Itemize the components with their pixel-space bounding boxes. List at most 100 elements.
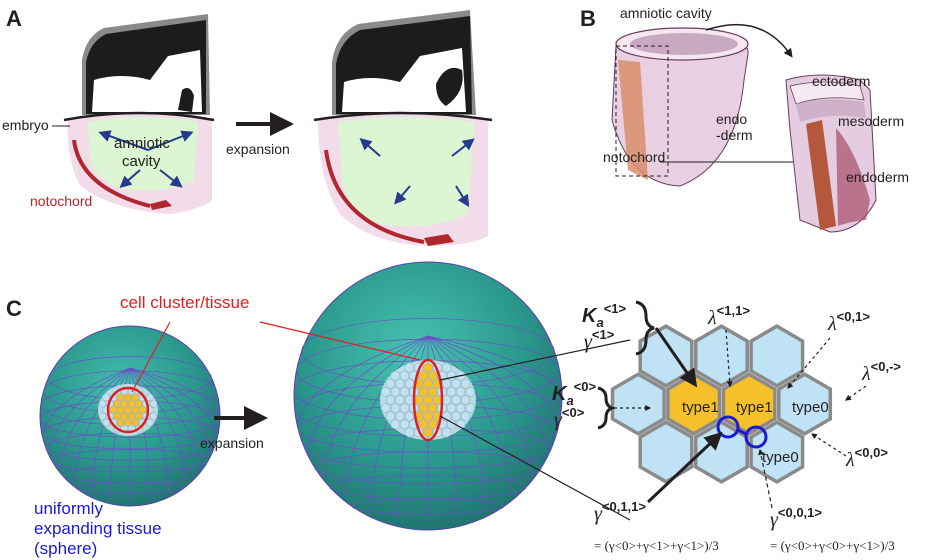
hexL-cell [456, 402, 466, 414]
arrow-gamma-011 [646, 431, 723, 504]
hex-cell-5 [721, 372, 777, 436]
gridS-meridian [129, 367, 187, 483]
arrow-small-2 [147, 130, 194, 151]
hexL-cell [451, 410, 461, 422]
gridS-meridian [129, 367, 170, 494]
K-symbol-1: K [582, 305, 598, 327]
hexS-cell [124, 418, 132, 427]
hexS-cell [120, 412, 128, 421]
leader-lambda-01 [787, 337, 831, 389]
hexS-cell [98, 412, 107, 421]
tissue-section [785, 74, 877, 233]
panel-label-a: A [6, 6, 22, 31]
svg-text:Ka<0>: Ka<0> [552, 379, 597, 408]
gamma-001: γ<0,0,1> [770, 505, 822, 531]
gridL-meridian [297, 335, 429, 425]
hexL-cell [423, 410, 433, 422]
svg-text:γ<1>: γ<1> [584, 327, 615, 353]
hexL-cell [446, 370, 456, 381]
arrow-K1-to-type1 [654, 327, 698, 388]
tissue-ectoderm-layer [789, 81, 865, 105]
gamma-sup-1: <1> [592, 327, 615, 342]
hexL-cell [442, 378, 452, 390]
lambda-01: λ<0,1> [827, 309, 870, 335]
hexS-cell [124, 405, 132, 415]
hexL-cell [404, 427, 414, 438]
embryo-large-inner-white [342, 48, 466, 112]
lambda-0dash-symbol: λ [861, 363, 871, 385]
lambda-01-symbol: λ [827, 313, 837, 335]
hexL-cell [451, 394, 461, 406]
hexL-cell [460, 378, 470, 390]
hexL-cell [404, 362, 414, 373]
formula-gamma-001: = (γ<0>+γ<0>+γ<1>)/3 [770, 538, 895, 553]
K-sup-0: <0> [574, 379, 597, 394]
hexL-cell [381, 386, 391, 398]
label-amniotic-b: amniotic cavity [620, 5, 712, 21]
hexS-cell [117, 393, 125, 402]
hexL-cell [386, 394, 396, 406]
label-endo-b-2: -derm [716, 127, 753, 143]
sphere-large [293, 261, 563, 531]
label-type0-bottom: type0 [762, 449, 799, 466]
svg-text:γ<0>: γ<0> [554, 405, 585, 431]
hex-diagram [610, 324, 833, 484]
gridL-meridian [427, 335, 512, 496]
label-type0-right: type0 [792, 399, 829, 416]
hexS-cell [146, 418, 154, 427]
notochord-large [324, 149, 425, 244]
hexL-cell [395, 378, 405, 390]
hexL-cell [432, 394, 442, 406]
hexL-cell [428, 386, 438, 398]
embryo-small-blob [178, 88, 194, 112]
embryo-large-boundary [313, 111, 493, 122]
hexL-cell [465, 386, 475, 398]
hexS-cell [131, 418, 139, 427]
hex-cell-7 [638, 420, 694, 484]
hex-cell-3 [610, 372, 666, 436]
leader-cell-cluster-large [259, 321, 421, 361]
hexS-cell [146, 393, 154, 402]
hexL-cell [404, 394, 414, 406]
K-sup-1: <1> [604, 301, 627, 316]
hexS-cell [109, 405, 118, 415]
brace-0 [597, 386, 617, 430]
vertex-circle-011 [716, 415, 740, 439]
hexS-cell [149, 399, 158, 408]
hexL-cell [404, 410, 414, 422]
hexS-cell [149, 412, 158, 421]
hexL-cell [442, 394, 452, 406]
hexL-cell [465, 402, 475, 414]
arrow-large-2 [451, 138, 475, 157]
K-symbol-0: K [552, 383, 568, 405]
gridS-meridian [73, 367, 131, 483]
panel-label-c: C [6, 296, 22, 321]
hexL-cell [451, 378, 461, 390]
arrow-small-1 [98, 130, 149, 151]
hexS-cell [138, 405, 147, 415]
hexS-cell [135, 412, 143, 421]
label-amniotic-a-1: amniotic [114, 135, 170, 152]
hexS-cell [117, 405, 125, 415]
embryo-3d-cavity [630, 33, 738, 55]
param-K0-gamma0: Ka<0> γ<0> [552, 379, 652, 431]
hexL-cell [423, 427, 433, 438]
param-K1-gamma1: Ka<1> γ<1> [582, 300, 698, 388]
gridL-meridian [427, 335, 534, 476]
arrow-zoom-b [705, 23, 793, 58]
label-amniotic-a-2: cavity [122, 153, 161, 170]
hex-cell-6 [777, 372, 833, 436]
gridL-meridian [427, 335, 550, 452]
hexL-cell [395, 410, 405, 422]
hexL-cell [386, 378, 396, 390]
hexL-cell [390, 419, 400, 430]
arrow-large-3 [394, 185, 411, 205]
gamma-sup-0: <0> [562, 405, 585, 420]
embryo-small-inner-white [92, 50, 202, 112]
hexL-cell [442, 427, 452, 438]
hexL-cell [414, 394, 424, 406]
hexL-cell [428, 419, 438, 430]
label-expansion-a: expansion [226, 141, 290, 157]
hexL-cell [456, 386, 466, 398]
gamma-symbol-1: γ [584, 331, 593, 353]
